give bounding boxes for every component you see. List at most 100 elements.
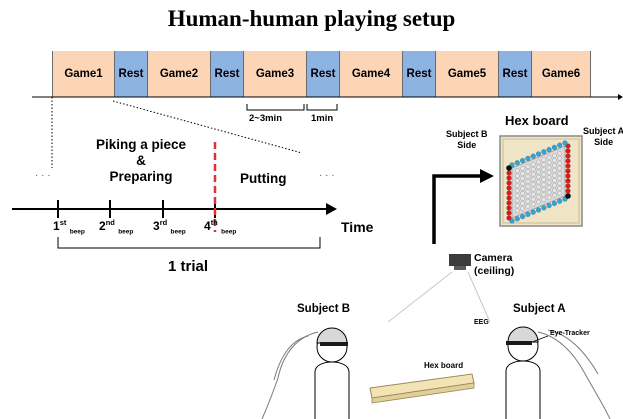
eye-tracker-label: Eye-Tracker	[550, 330, 590, 337]
hex-cell	[546, 195, 552, 200]
hex-cell	[557, 190, 563, 196]
timeline-segment-rest: Rest	[499, 51, 532, 97]
subject-b-figure	[261, 327, 350, 419]
hex-cell	[541, 192, 547, 198]
hex-cell	[552, 168, 557, 173]
hex-cell	[520, 191, 525, 196]
timeline-segment-game: Game1	[52, 51, 115, 97]
camera-label-line-1: Camera	[474, 252, 513, 264]
hex-cell	[541, 187, 547, 193]
hex-cell	[552, 193, 557, 198]
hex-cell	[530, 176, 536, 182]
hex-stone	[506, 190, 512, 196]
hex-stone	[530, 209, 536, 215]
timeline-segment-rest: Rest	[403, 51, 436, 97]
hex-stone	[565, 153, 571, 159]
hex-stone	[541, 205, 547, 211]
hex-cell	[530, 166, 536, 172]
hex-cell	[530, 181, 536, 187]
hex-stone	[506, 210, 512, 216]
ellipsis-right: · · ·	[319, 170, 335, 181]
hex-cell	[520, 176, 525, 181]
beep-label-3: 3rd beep	[153, 218, 186, 236]
hex-stone	[546, 203, 552, 209]
hex-cell	[557, 165, 563, 171]
table-hex-board	[369, 373, 475, 404]
hex-cell	[552, 163, 557, 168]
rest-duration-label: 1min	[311, 113, 334, 124]
game-duration-bracket	[246, 104, 305, 111]
hex-stone	[514, 216, 520, 222]
hex-cell	[536, 164, 541, 170]
subject-b-side-label: Subject B Side	[446, 129, 488, 151]
hex-cell	[515, 173, 520, 179]
hex-stone	[506, 215, 512, 221]
hex-cell	[515, 198, 520, 204]
hex-stone	[565, 173, 571, 179]
hex-cell	[520, 206, 525, 211]
phase-picking-line-1: Piking a piece	[95, 137, 187, 152]
ellipsis-left: · · ·	[35, 170, 51, 181]
camera-view-right	[467, 271, 491, 323]
hex-cell	[525, 184, 531, 189]
time-axis-label: Time	[341, 219, 374, 235]
subject-b-label: Subject B	[297, 303, 351, 315]
hex-stone	[506, 195, 512, 201]
hex-stone	[551, 200, 557, 206]
hex-cell	[541, 157, 547, 163]
hex-cell	[557, 170, 563, 176]
timeline-segment-game: Game6	[532, 51, 591, 97]
zoom-guide-right	[112, 100, 303, 154]
hex-cell	[557, 185, 563, 191]
trial-time-arrow	[326, 203, 337, 215]
hex-stone	[506, 170, 512, 176]
hex-stone	[535, 151, 542, 157]
hex-cell	[557, 175, 563, 181]
camera-label-line-2: (ceiling)	[474, 265, 515, 277]
hex-corner-stone	[565, 193, 571, 199]
hex-cell	[557, 155, 563, 161]
hex-cell	[546, 155, 552, 160]
hex-cell	[525, 199, 531, 204]
hex-cell	[530, 161, 536, 167]
hex-cell	[546, 160, 552, 165]
hex-stone	[525, 211, 531, 217]
hex-stone	[557, 198, 563, 204]
hex-cell	[515, 168, 520, 174]
hex-stone	[535, 207, 542, 213]
hex-cell	[520, 186, 525, 191]
hex-cell	[541, 177, 547, 183]
hex-cell	[525, 194, 531, 199]
hex-cell	[541, 197, 547, 203]
hex-cell	[546, 170, 552, 175]
hex-stone	[546, 147, 552, 153]
hex-cell	[530, 196, 536, 202]
phase-putting-label: Putting	[240, 171, 287, 186]
hex-cell	[525, 189, 531, 194]
timeline-segment-rest: Rest	[307, 51, 340, 97]
timeline-segment-game: Game2	[148, 51, 211, 97]
hex-cell	[557, 150, 563, 156]
hex-stone	[506, 180, 512, 186]
hex-cell	[557, 160, 563, 166]
board-view-arrow	[432, 174, 482, 244]
timeline-segment-game: Game5	[436, 51, 499, 97]
hex-stone	[541, 149, 547, 155]
subject-a-figure	[505, 326, 611, 419]
camera-view-left	[387, 271, 453, 323]
hex-cell	[525, 169, 531, 174]
hex-cell	[530, 171, 536, 177]
hex-cell	[552, 183, 557, 188]
phase-picking-line-3: Preparing	[109, 169, 173, 184]
hex-board-title: Hex board	[505, 113, 569, 128]
hex-stone	[565, 168, 571, 174]
hex-cell	[515, 188, 520, 194]
camera-icon	[449, 254, 471, 270]
trial-bracket	[57, 237, 321, 249]
hex-cell	[536, 179, 541, 185]
hex-cell	[546, 185, 552, 190]
hex-cell	[530, 186, 536, 192]
hex-cell	[536, 189, 541, 195]
eye-tracker-pointer	[531, 335, 549, 343]
hex-corner-stone	[506, 165, 512, 171]
